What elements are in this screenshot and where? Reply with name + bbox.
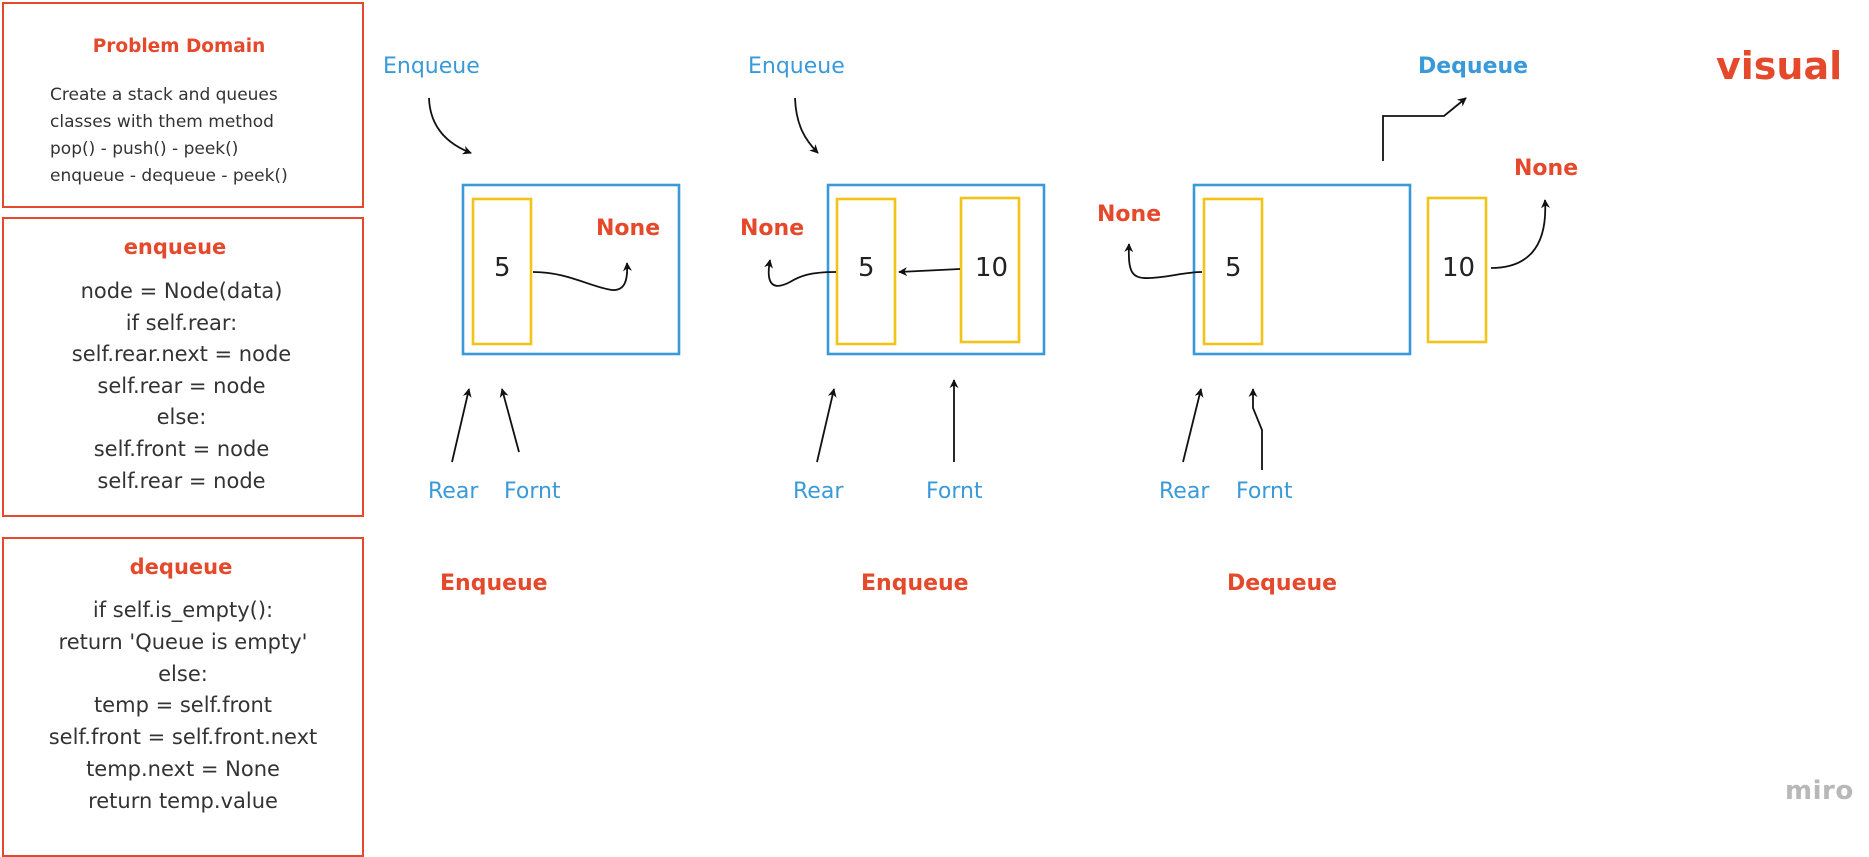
- enqueue-code: node = Node(data) if self.rear: self.rea…: [1, 276, 362, 497]
- queue-container-2: [826, 183, 1046, 356]
- dequeue-card-title: dequeue: [129, 555, 233, 579]
- node-value-2-5: 5: [858, 253, 875, 283]
- none-label-2: None: [740, 216, 805, 241]
- front-label-1: Fornt: [504, 479, 561, 504]
- queue-container-1: [461, 183, 681, 356]
- front-label-3: Fornt: [1236, 479, 1293, 504]
- code-line: temp = self.front: [93, 693, 273, 718]
- rear-label-2: Rear: [793, 479, 844, 504]
- arrow-enqueue-1: [428, 97, 472, 155]
- rear-label-1: Rear: [428, 479, 479, 504]
- code-line: else:: [158, 661, 208, 686]
- code-line: if self.rear:: [125, 310, 238, 335]
- queue-container-3: [1192, 183, 1412, 356]
- problem-domain-line: enqueue - dequeue - peek(): [50, 166, 288, 186]
- code-line: self.front = self.front.next: [48, 725, 318, 750]
- caption-3: Dequeue: [1227, 571, 1338, 596]
- enqueue-card-title: enqueue: [123, 235, 227, 259]
- code-line: return temp.value: [88, 788, 278, 813]
- code-line: else:: [156, 405, 207, 430]
- node-box-3-5: [1202, 197, 1264, 346]
- node-value-3-5: 5: [1225, 253, 1242, 283]
- arrow-next-3: [1124, 243, 1203, 279]
- code-line: self.rear = node: [97, 373, 266, 398]
- code-line: self.rear = node: [97, 468, 266, 493]
- visual-title: visual: [1716, 44, 1843, 88]
- arrow-rear-1: [451, 388, 472, 463]
- none-label-3a: None: [1097, 202, 1162, 227]
- dequeue-label-3: Dequeue: [1418, 54, 1529, 79]
- arrow-front-3: [1248, 388, 1263, 470]
- node-box-2-10: [959, 196, 1021, 344]
- node-box-3-10: [1426, 196, 1488, 344]
- code-line: node = Node(data): [80, 279, 283, 303]
- none-label-3b: None: [1514, 156, 1579, 181]
- miro-logo: miro: [1785, 776, 1854, 806]
- arrow-next-2: [764, 259, 837, 287]
- queue-diagram: [428, 97, 1550, 470]
- enqueue-label-2: Enqueue: [748, 54, 845, 79]
- arrow-next-1: [532, 262, 632, 291]
- arrow-enqueue-2: [794, 97, 819, 154]
- node-value-3-10: 10: [1442, 253, 1476, 283]
- arrow-rear-2: [816, 388, 837, 463]
- node-value-2-10: 10: [975, 253, 1009, 283]
- node-box-1-5: [471, 197, 533, 346]
- none-label-1: None: [596, 216, 661, 241]
- arrow-front-1: [499, 388, 520, 453]
- dequeue-code: if self.is_empty(): return 'Queue is emp…: [4, 595, 362, 818]
- problem-domain-line: pop() - push() - peek(): [50, 139, 239, 159]
- arrow-rear-3: [1182, 388, 1204, 463]
- caption-2: Enqueue: [861, 571, 969, 596]
- code-line: temp.next = None: [86, 756, 280, 781]
- code-line: if self.is_empty():: [92, 598, 274, 622]
- front-label-2: Fornt: [926, 479, 983, 504]
- problem-domain-text: Create a stack and queues classes with t…: [50, 82, 362, 190]
- problem-domain-line: Create a stack and queues: [50, 85, 278, 105]
- problem-domain-title: Problem Domain: [92, 36, 266, 57]
- code-line: self.rear.next = node: [71, 342, 292, 367]
- node-value-1-5: 5: [494, 253, 511, 283]
- enqueue-card: enqueue node = Node(data) if self.rear: …: [2, 217, 364, 517]
- caption-1: Enqueue: [440, 571, 548, 596]
- node-box-2-5: [835, 197, 897, 346]
- problem-domain-line: classes with them method: [50, 112, 274, 132]
- code-line: return 'Queue is empty': [58, 629, 308, 654]
- code-line: self.front = node: [93, 436, 270, 461]
- problem-domain-card: Problem Domain Create a stack and queues…: [2, 2, 364, 208]
- enqueue-label-1: Enqueue: [383, 54, 480, 79]
- arrow-out-3: [1490, 199, 1550, 269]
- rear-label-3: Rear: [1159, 479, 1210, 504]
- arrow-dequeue-3: [1382, 97, 1467, 161]
- dequeue-card: dequeue if self.is_empty(): return 'Queu…: [2, 537, 364, 857]
- arrow-link-2: [898, 267, 961, 277]
